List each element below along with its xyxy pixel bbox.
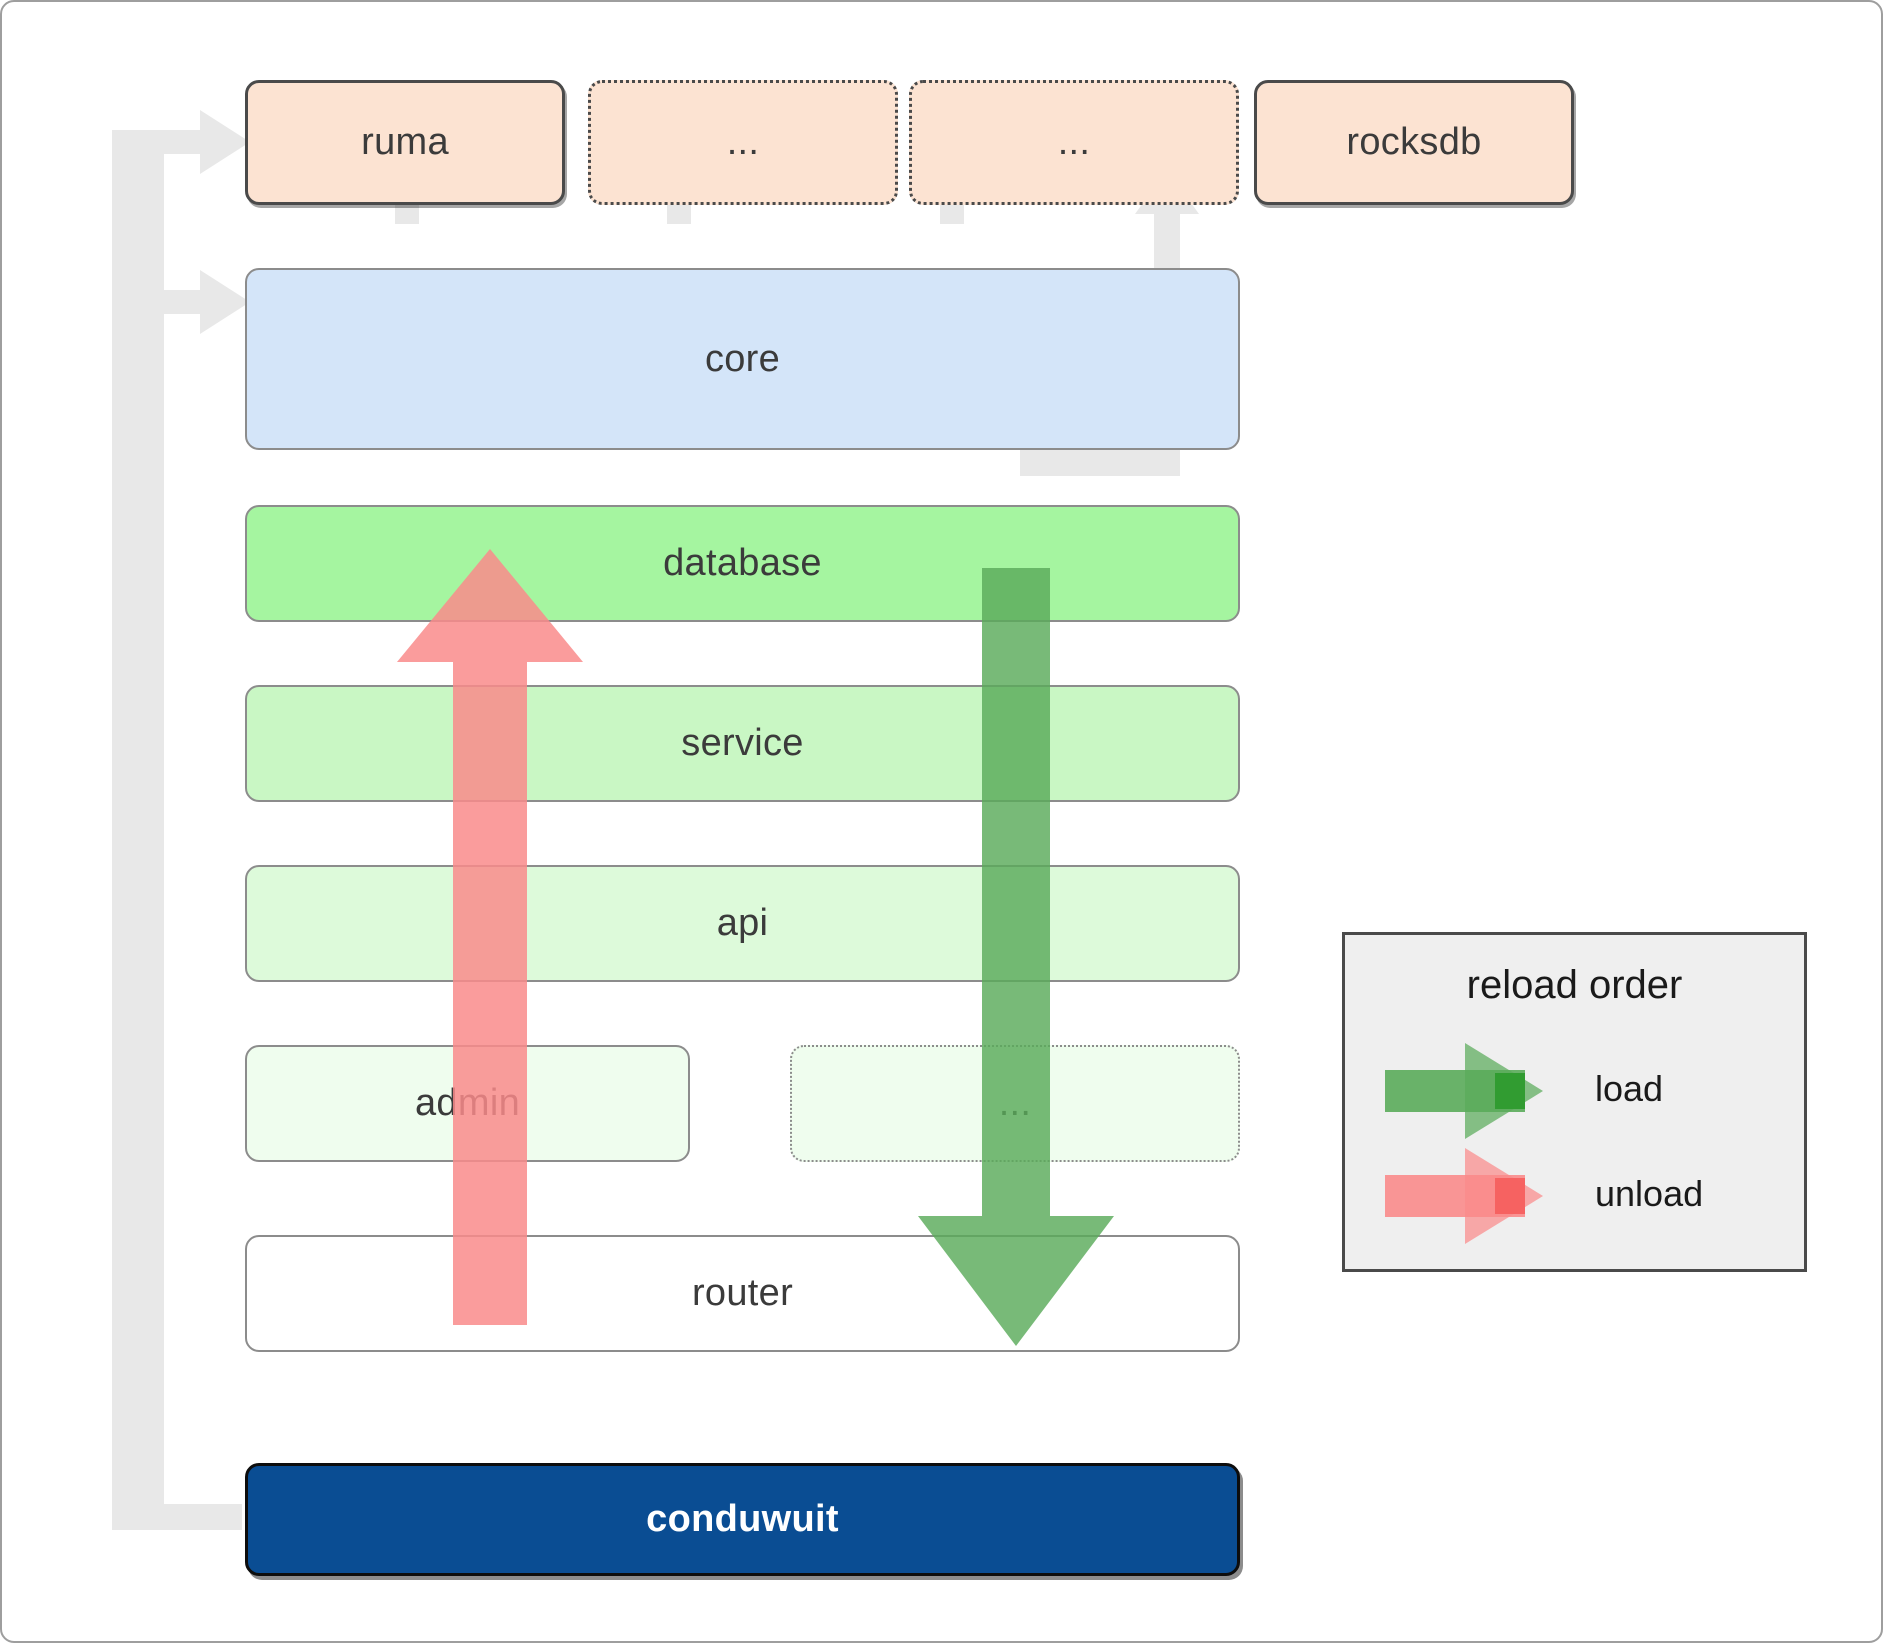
upstream-box-ellipsis-2[interactable]: ... — [909, 80, 1239, 205]
upstream-label-ellipsis-1: ... — [726, 121, 760, 163]
legend-arrow-icons — [1385, 1043, 1543, 1244]
upstream-label-ruma: ruma — [361, 121, 449, 163]
root-label-conduwuit: conduwuit — [646, 1498, 839, 1540]
layer-box-api[interactable]: api — [245, 865, 1240, 982]
upstream-box-rocksdb[interactable]: rocksdb — [1254, 80, 1574, 205]
layer-box-database[interactable]: database — [245, 505, 1240, 622]
layer-box-admin[interactable]: admin — [245, 1045, 690, 1162]
connector-trunk-bottom — [112, 1504, 242, 1530]
legend-label-load: load — [1595, 1068, 1664, 1109]
layer-box-router[interactable]: router — [245, 1235, 1240, 1352]
layer-box-core[interactable]: core — [245, 268, 1240, 450]
layer-label-admin-ellipsis: ... — [998, 1082, 1032, 1124]
connector-riser — [138, 130, 164, 1530]
root-box-conduwuit[interactable]: conduwuit — [245, 1463, 1240, 1576]
connector-trunk-vertical — [112, 130, 138, 1530]
legend-panel: reload order load unload — [1342, 932, 1807, 1272]
upstream-label-rocksdb: rocksdb — [1346, 121, 1482, 163]
layer-label-router: router — [691, 1272, 794, 1314]
connector-branch-core — [138, 290, 200, 314]
upstream-label-ellipsis-2: ... — [1057, 121, 1091, 163]
layer-label-api: api — [716, 902, 769, 944]
layer-box-admin-ellipsis[interactable]: ... — [790, 1045, 1240, 1162]
layer-label-database: database — [663, 542, 822, 584]
connector-db-horizontal — [1020, 450, 1180, 476]
upstream-box-ellipsis-1[interactable]: ... — [588, 80, 898, 205]
layer-label-core: core — [704, 337, 781, 380]
layer-label-admin: admin — [415, 1082, 520, 1124]
load-arrow-icon — [1385, 1043, 1543, 1139]
legend-title: reload order — [1466, 963, 1683, 1007]
unload-arrow-icon — [1385, 1148, 1543, 1244]
legend-label-unload: unload — [1595, 1173, 1704, 1214]
layer-label-service: service — [681, 722, 804, 764]
upstream-box-ruma[interactable]: ruma — [245, 80, 565, 205]
layer-box-service[interactable]: service — [245, 685, 1240, 802]
